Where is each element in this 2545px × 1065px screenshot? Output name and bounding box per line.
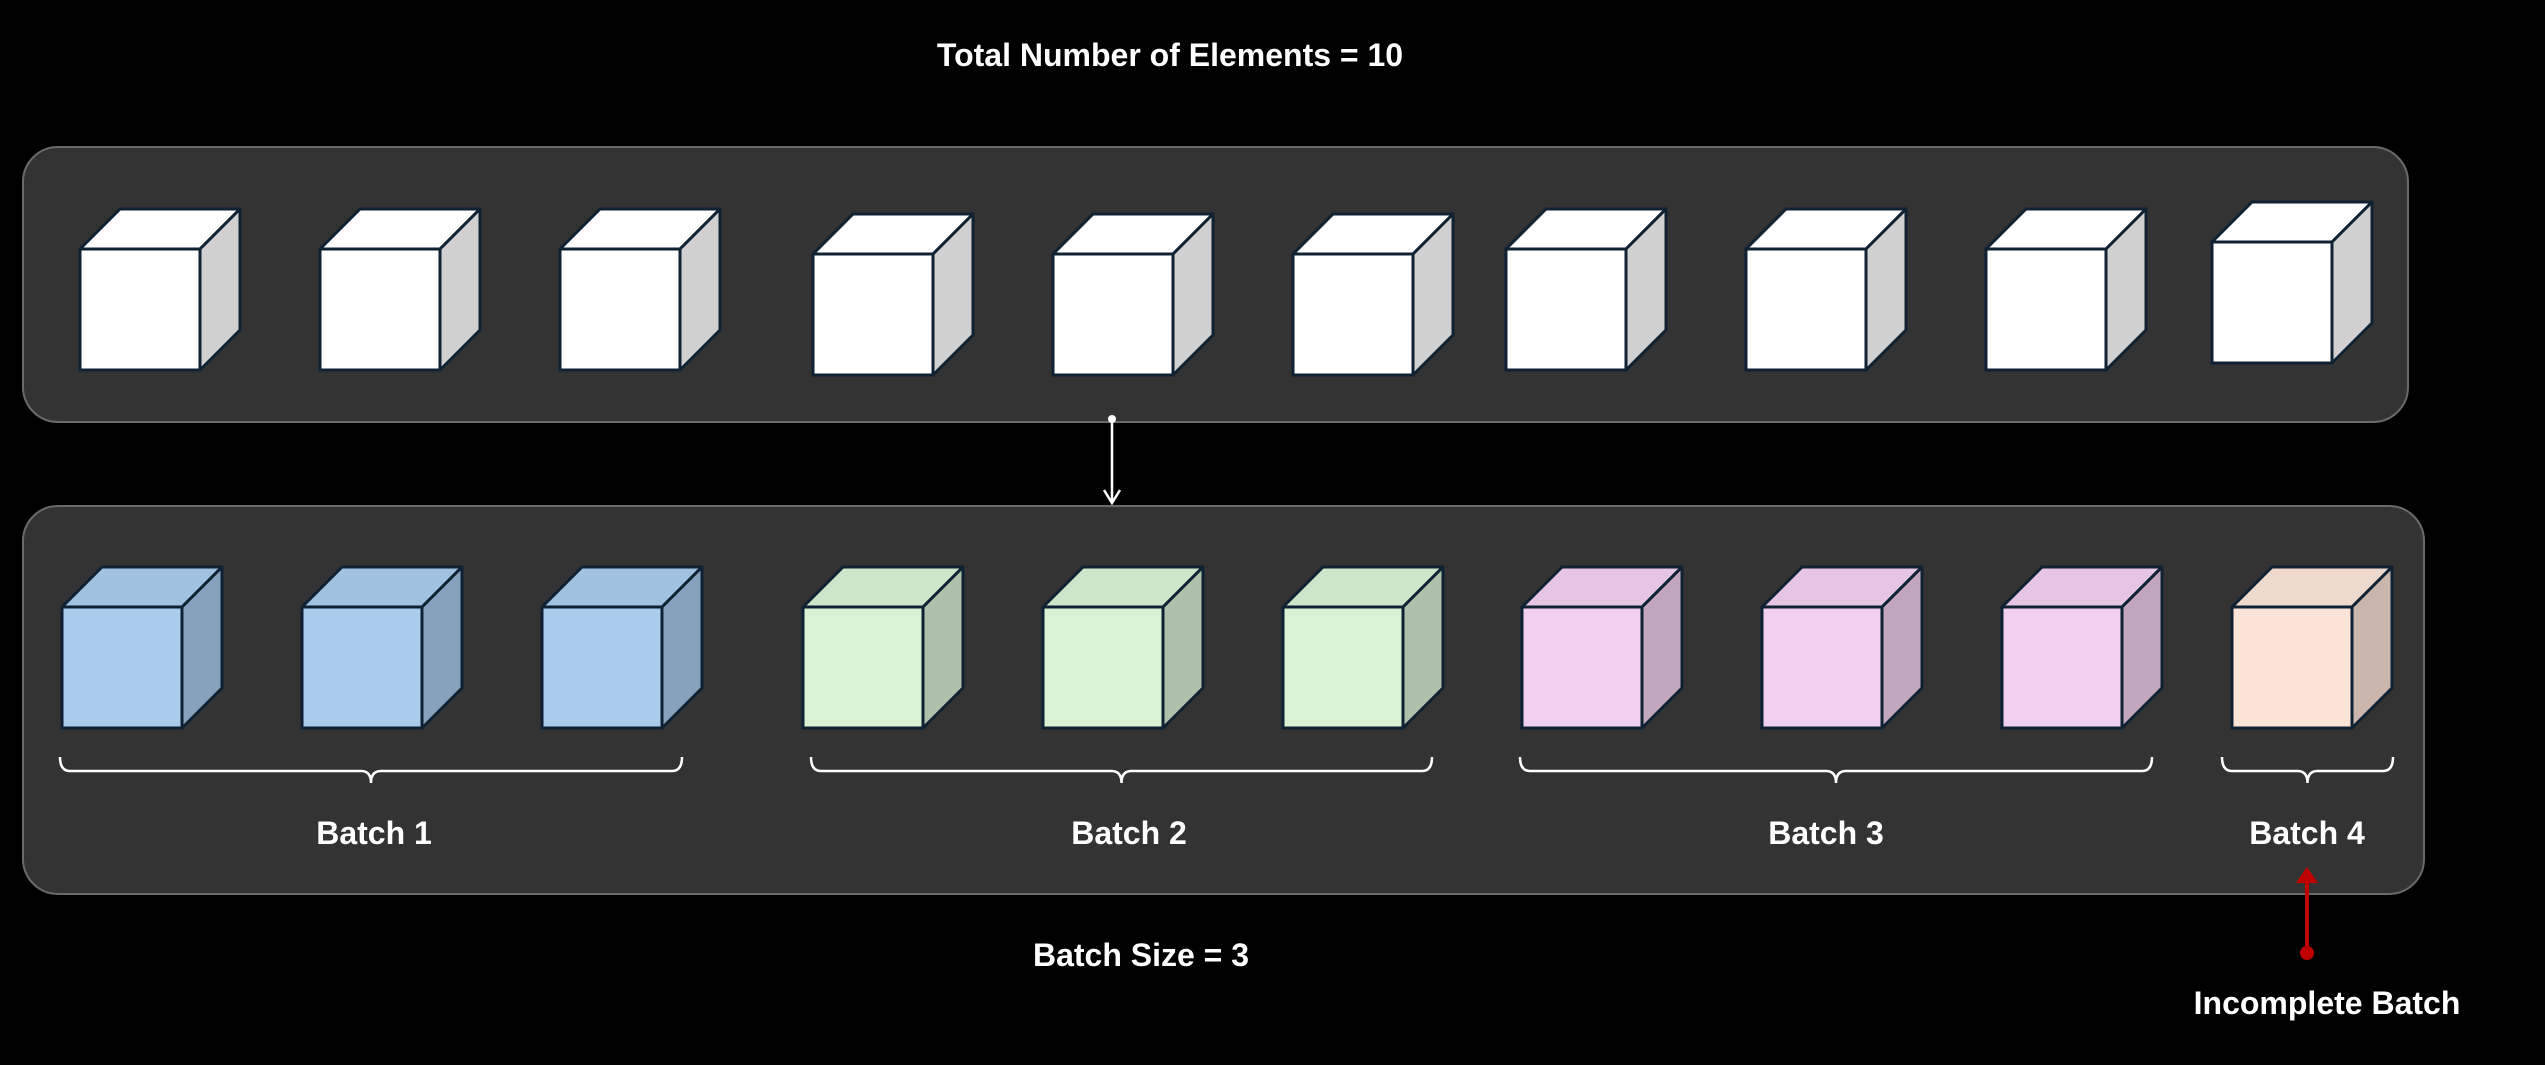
batch-label: Batch 3: [1768, 815, 1884, 851]
batch-cube: [540, 565, 705, 730]
batch-cube: [1520, 565, 1685, 730]
batch-cube: [60, 565, 225, 730]
batch-cube: [1281, 565, 1446, 730]
element-cube: [1291, 212, 1456, 377]
batch-label: Batch 4: [2249, 815, 2365, 851]
element-cube: [1744, 207, 1909, 372]
element-cube: [811, 212, 976, 377]
diagram-title: Total Number of Elements = 10: [936, 37, 1404, 73]
element-cube: [1984, 207, 2149, 372]
element-cube: [558, 207, 723, 372]
element-cube: [1504, 207, 1669, 372]
batch-cube: [300, 565, 465, 730]
batch-cube: [801, 565, 966, 730]
element-cube: [78, 207, 243, 372]
batch-cube: [2230, 565, 2395, 730]
batch-cube: [2000, 565, 2165, 730]
element-cube: [1051, 212, 1216, 377]
batch-label: Batch 1: [316, 815, 432, 851]
batch-size-label: Batch Size = 3: [1032, 937, 1250, 973]
element-cube: [318, 207, 483, 372]
element-cube: [2210, 200, 2375, 365]
batch-cube: [1041, 565, 1206, 730]
batch-label: Batch 2: [1071, 815, 1187, 851]
batch-cube: [1760, 565, 1925, 730]
incomplete-batch-label: Incomplete Batch: [2193, 985, 2461, 1021]
flow-arrow: [1102, 415, 1122, 506]
